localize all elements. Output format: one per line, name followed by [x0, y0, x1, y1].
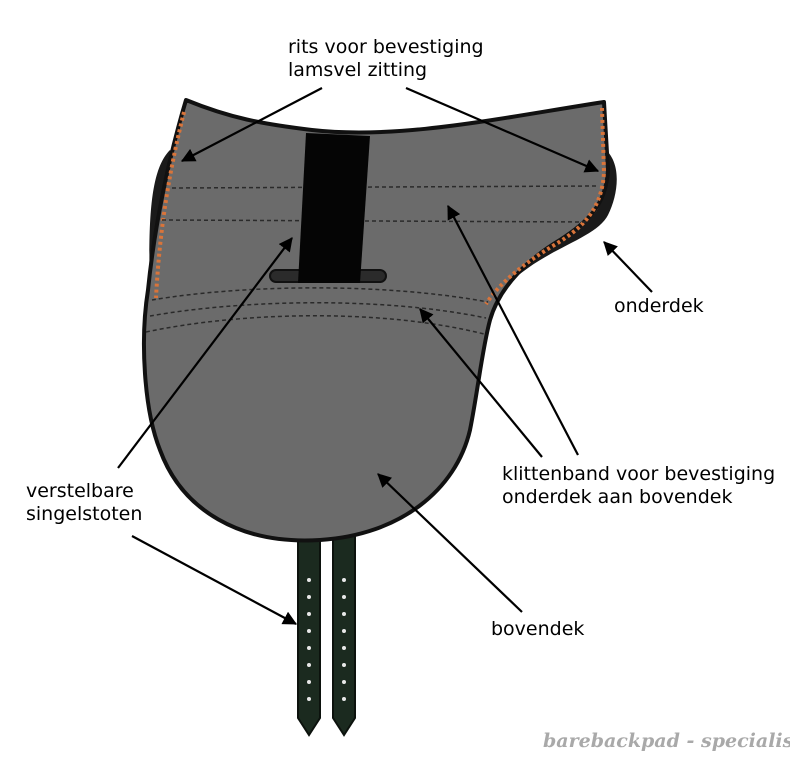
- strap-holes: [307, 578, 346, 701]
- arrow-girth-strap-bottom: [131, 535, 298, 625]
- label-velcro-line2: onderdek aan bovendek: [502, 486, 733, 508]
- stitch-lines: [145, 185, 599, 335]
- girth-strap-left: [297, 534, 321, 737]
- label-girth-line2: singelstoten: [26, 503, 143, 525]
- zipper-back: [154, 111, 186, 299]
- arrow-zipper-back: [180, 87, 323, 162]
- girth-straps: [297, 534, 356, 737]
- label-toppad: bovendek: [491, 618, 585, 640]
- arrow-velcro-pad: [447, 204, 579, 456]
- arrow-zipper-front: [405, 86, 600, 173]
- zipper-front: [484, 107, 607, 306]
- label-underpad: onderdek: [614, 295, 704, 317]
- label-velcro-line1: klittenband voor bevestiging: [502, 463, 776, 485]
- seat-strip: [298, 133, 370, 283]
- arrow-underpad: [603, 241, 653, 293]
- girth-strap-right: [332, 534, 356, 737]
- arrows: [117, 86, 653, 625]
- arrow-toppad: [377, 473, 523, 613]
- label-girth-line1: verstelbare: [26, 480, 134, 502]
- label-zipper-line2: lamsvel zitting: [288, 59, 428, 81]
- toppad-body: [142, 98, 610, 543]
- label-zipper-line1: rits voor bevestiging: [288, 36, 484, 58]
- watermark-text: barebackpad - specialist: [543, 730, 790, 752]
- arrow-velcro-stitch: [419, 308, 543, 458]
- arrow-girth-strap-top: [117, 237, 293, 469]
